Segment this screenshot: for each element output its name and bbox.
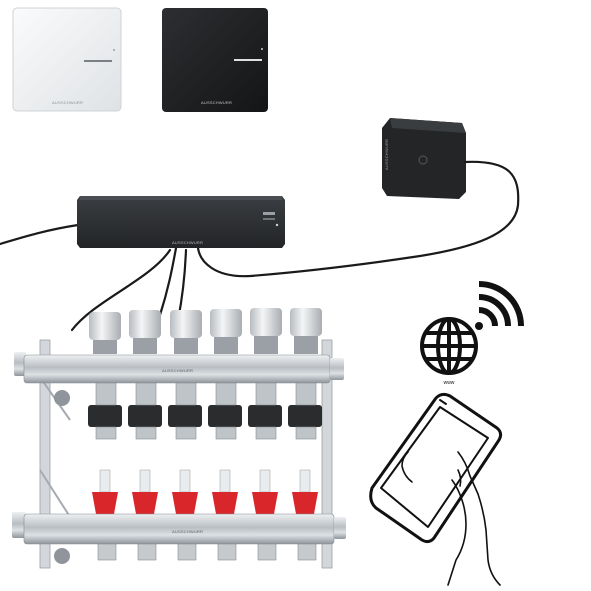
actuator [210,309,242,354]
tablet-in-hand-icon [369,392,503,586]
thermostat-white: AUSSCHWURR [12,7,122,112]
flow-meter [92,469,118,514]
flow-meter [212,469,238,514]
flow-meter [172,469,198,514]
thermostat-black: AUSSCHWURR [162,8,268,112]
gateway-module: AUSSCHWURR [382,118,466,199]
actuator [170,310,202,354]
manifold-upper-bar: AUSSCHWURR [14,352,344,384]
manifold-brand: AUSSCHWURR [162,368,193,373]
wifi-icon [475,281,524,330]
globe-label: www [444,380,455,386]
manifold-lower-brand: AUSSCHWURR [172,529,203,534]
manifold-lower-bar: AUSSCHWURR [12,512,346,545]
valve-connectors [88,405,322,427]
vent-valve [54,390,70,406]
flow-meter [292,469,318,514]
pipe-outlets-upper [95,382,317,440]
actuator [250,308,282,354]
gateway-brand: AUSSCHWURR [384,139,389,170]
actuator [89,312,121,354]
thermostat-white-brand: AUSSCHWURR [52,100,83,105]
pipe-outlets-lower [97,543,317,561]
actuator [129,310,161,354]
controller-brand: AUSSCHWURR [172,240,203,245]
cables [0,160,520,332]
actuator [290,308,322,354]
actuators [89,308,322,354]
thermostat-black-brand: AUSSCHWURR [201,100,232,105]
central-controller: AUSSCHWURR [77,196,285,248]
flow-meters [92,469,318,514]
globe-icon [420,317,478,375]
drain-valve [54,548,70,564]
flow-meter [252,469,278,514]
flow-meter [132,469,158,514]
